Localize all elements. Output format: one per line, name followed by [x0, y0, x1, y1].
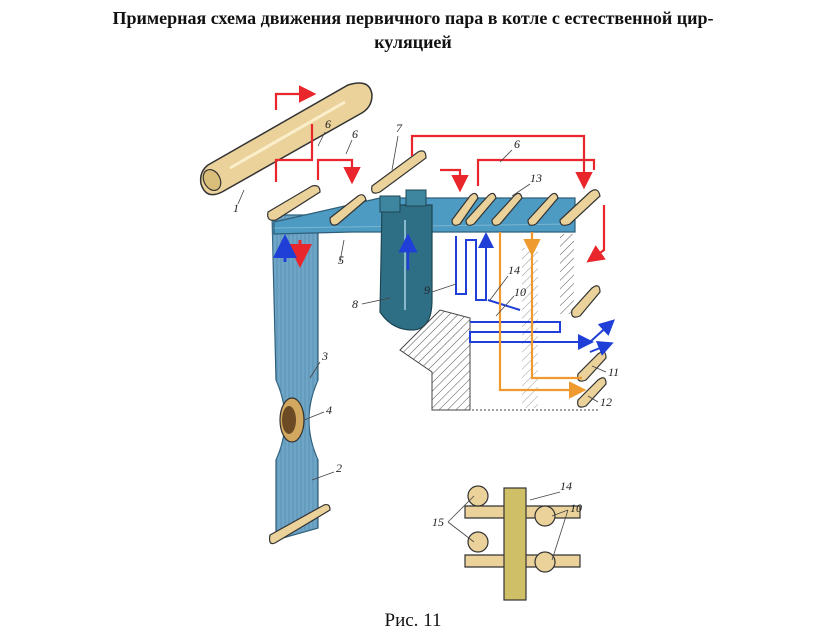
label-5: 5 [338, 253, 344, 267]
steam-flow-lines [273, 85, 606, 268]
label-2: 2 [336, 461, 342, 475]
label-8: 8 [352, 297, 358, 311]
label-1: 1 [233, 201, 239, 215]
leader-lines [237, 131, 607, 561]
header-tubes [329, 150, 607, 408]
water-flow-lines [398, 232, 615, 356]
secondary-flow-lines [498, 232, 587, 399]
label-6-c: 6 [514, 137, 520, 151]
label-6-b: 6 [352, 127, 358, 141]
label-10-b: 10 [570, 501, 582, 515]
steam-drum [199, 82, 373, 196]
label-15: 15 [432, 515, 444, 529]
figure-caption: Рис. 11 [384, 610, 442, 631]
label-4: 4 [326, 403, 332, 417]
label-3: 3 [321, 349, 328, 363]
title-line-1: Примерная схема движения первичного пара… [112, 8, 714, 28]
label-6-a: 6 [325, 117, 331, 131]
label-7: 7 [396, 121, 403, 135]
label-14-b: 14 [560, 479, 572, 493]
detail-inset [464, 485, 581, 601]
right-wall [560, 234, 574, 314]
furnace-screen [267, 185, 331, 545]
label-12: 12 [600, 395, 612, 409]
number-labels: 1 6 6 7 6 13 5 3 4 2 8 9 14 10 11 12 14 … [233, 117, 619, 529]
label-13: 13 [530, 171, 542, 185]
label-14-a: 14 [508, 263, 520, 277]
label-10-a: 10 [514, 285, 526, 299]
title-line-2: куляцией [374, 32, 452, 52]
label-9: 9 [424, 283, 430, 297]
separator [379, 189, 433, 331]
label-11: 11 [608, 365, 619, 379]
furnace-outlet [399, 248, 600, 411]
diagram-title: Примерная схема движения первичного пара… [0, 6, 826, 54]
